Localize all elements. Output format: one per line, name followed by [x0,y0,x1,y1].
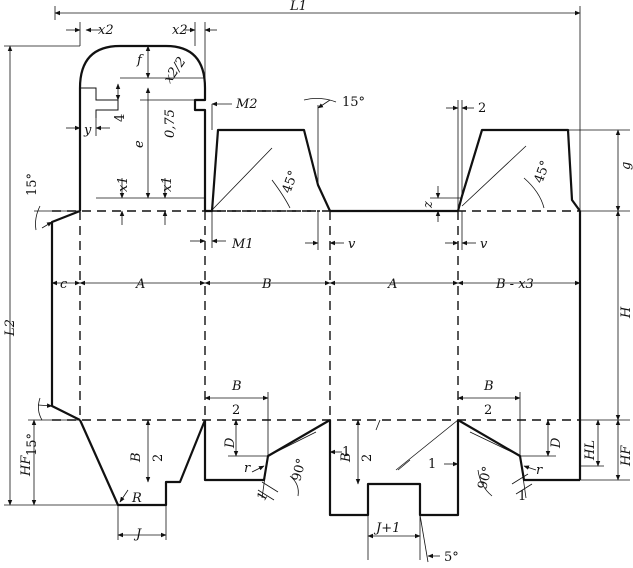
label-H: H [619,306,633,319]
label-x2-half: x2/2 [161,55,189,87]
label-y: y [83,123,92,138]
label-J: J [133,527,142,542]
bottom-flap-b [203,419,331,482]
dust-flap-slot [80,87,119,118]
label-z: z [421,201,436,209]
label-x1-left: x1 [116,176,131,192]
left-glue-flap-edge [50,209,81,421]
bottom-flap-a2 [328,420,460,517]
label-15deg-left-top: 15° [25,173,40,196]
label-B-half-right-den: 2 [484,403,492,418]
label-5deg: 5° [444,550,459,565]
label-15deg-top: 15° [342,95,365,110]
label-x2-left: x2 [98,23,114,38]
label-1-b: 1 [518,489,526,504]
label-B-x3: B - x3 [495,277,534,292]
label-r-right: r [536,463,543,478]
label-D-left: D [223,437,238,449]
bottom-flap-bx3 [457,419,580,482]
label-B-half-center-den: 2 [360,454,375,462]
label-J-plus-1: J+1 [373,521,400,536]
label-B-half-left-num: B [231,379,242,394]
label-B-half-flap-num: B [129,452,144,463]
label-15deg-left-bottom: 15° [25,433,40,456]
label-L1: L1 [289,0,307,14]
label-B-half-right-num: B [483,379,494,394]
label-2-top: 2 [478,101,486,116]
label-4: 4 [113,114,128,122]
label-HF-right: HF [619,445,633,467]
dimension-labels: L1 L2 x2 x2 f x2/2 4 y e 0,75 M2 x1 x1 1… [3,0,633,565]
fold-lines [52,210,580,421]
top-left-dust-flap [78,44,207,211]
label-M2: M2 [235,97,258,112]
label-0-75: 0,75 [163,109,178,138]
label-v2: v [480,237,488,252]
label-90deg-right: 90° [475,465,495,491]
label-B-half-flap-den: 2 [151,454,166,462]
label-c: c [60,277,68,292]
label-g: g [619,162,633,170]
dimension-lines [4,6,630,563]
top-tuck-flap-bx3 [456,128,581,212]
label-1-d: 1 [428,457,436,472]
label-45deg-a: 45° [280,169,302,196]
label-M1: M1 [231,237,254,252]
label-90deg-left: 90° [289,457,309,483]
label-HF-left: HF [19,455,34,477]
top-tuck-flap-b [205,128,331,213]
label-B1: B [261,277,272,292]
label-R: R [131,491,142,506]
label-A2: A [387,277,397,292]
label-x1-right: x1 [160,176,175,192]
label-v1: v [348,237,356,252]
label-45deg-b: 45° [532,159,554,186]
label-r-left: r [244,461,251,476]
label-e: e [132,140,147,148]
label-x2-right: x2 [172,23,188,38]
label-B-half-center-num: B [339,452,354,463]
bottom-flap-a1 [78,419,207,507]
label-A1: A [135,277,145,292]
label-B-half-left-den: 2 [232,403,240,418]
label-L2: L2 [3,319,18,337]
label-1-c: 1 [342,445,350,460]
label-f: f [136,53,144,68]
label-HL: HL [583,440,598,461]
label-D-right: D [549,437,564,449]
